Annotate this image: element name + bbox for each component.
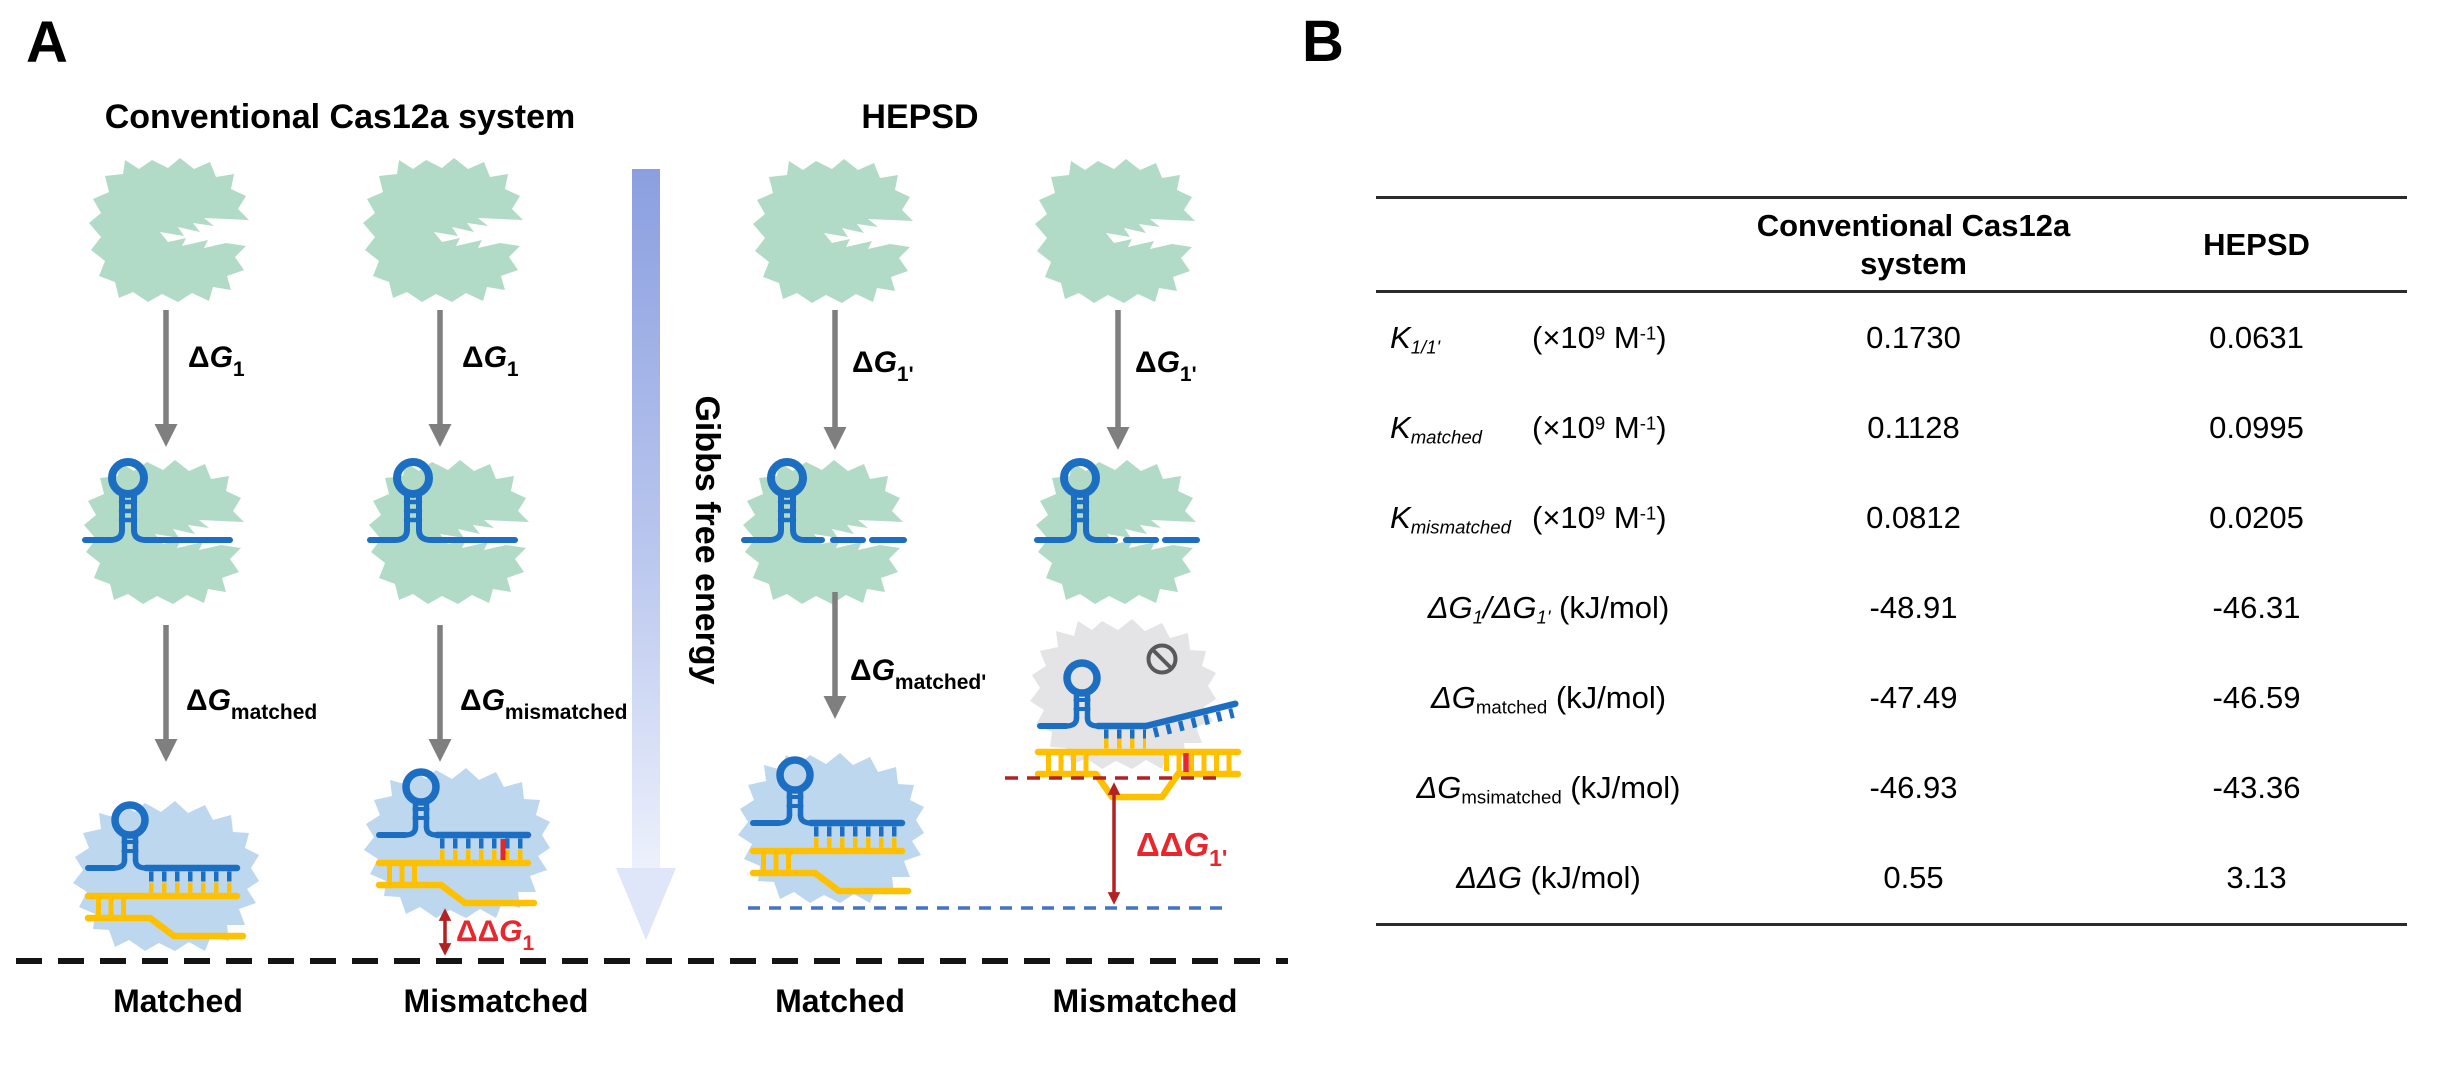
table-row: Kmismatched (×109 M-1) 0.0812 0.0205 <box>1376 473 2407 563</box>
title-hepsd: HEPSD <box>861 98 978 136</box>
value-conventional: 0.0812 <box>1866 500 1961 535</box>
binary-complex-split-icon <box>741 460 907 604</box>
value-conventional: -48.91 <box>1869 590 1958 625</box>
panel-a: A Conventional Cas12a system HEPSD Gibbs… <box>16 10 1288 1019</box>
table-row: ΔG1/ΔG1' (kJ/mol) -48.91 -46.31 <box>1376 563 2407 653</box>
cas12a-apo-icon <box>363 158 523 302</box>
dg1p-label: ΔG1' <box>852 346 914 386</box>
value-hepsd: -46.59 <box>2212 680 2301 715</box>
ternary-complex-matched-icon <box>738 753 924 903</box>
value-hepsd: -46.31 <box>2212 590 2301 625</box>
table-row: ΔGmsimatched (kJ/mol) -46.93 -43.36 <box>1376 743 2407 833</box>
value-hepsd: 0.0205 <box>2209 500 2304 535</box>
binary-complex-split-icon <box>1034 460 1200 604</box>
table-row: K1/1' (×109 M-1) 0.1730 0.0631 <box>1376 293 2407 383</box>
row-label-ddg: ΔΔG (kJ/mol) <box>1456 860 1641 895</box>
pathway-hepsd-mismatched: ΔG1' <box>748 159 1242 910</box>
value-conventional: 0.1730 <box>1866 320 1961 355</box>
dg1-label: ΔG1 <box>188 341 245 381</box>
dg-matched-prime-label: ΔGmatched' <box>850 654 986 694</box>
row-label-k11: K1/1' (×109 M-1) <box>1390 320 1667 358</box>
prohibition-icon <box>1146 643 1178 675</box>
header-conventional: Conventional Cas12a system <box>1756 207 2071 281</box>
unwound-strand-flap <box>1142 700 1239 738</box>
cas12a-apo-icon <box>89 158 249 302</box>
value-conventional: -47.49 <box>1869 680 1958 715</box>
ddg1-label: ΔΔG1 <box>456 915 534 955</box>
dg-mismatched-label: ΔGmismatched <box>460 684 627 724</box>
panel-b-label: B <box>1302 9 1344 74</box>
col-label-matched-1: Matched <box>113 983 243 1019</box>
blocked-complex-icon <box>1030 619 1242 801</box>
col-label-matched-2: Matched <box>775 983 905 1019</box>
dg1-label: ΔG1 <box>462 341 519 381</box>
gibbs-free-energy-arrow: Gibbs free energy <box>616 169 726 940</box>
cas12a-apo-icon <box>1035 159 1195 303</box>
table-row: ΔΔG (kJ/mol) 0.55 3.13 <box>1376 833 2407 923</box>
table-row: Kmatched (×109 M-1) 0.1128 0.0995 <box>1376 383 2407 473</box>
panel-a-label: A <box>26 10 68 75</box>
dg1p-label: ΔG1' <box>1135 346 1197 386</box>
value-conventional: 0.55 <box>1883 860 1944 895</box>
pathway-conventional-mismatched: ΔG1 ΔGmismatched <box>363 158 627 956</box>
value-hepsd: -43.36 <box>2212 770 2301 805</box>
title-conventional: Conventional Cas12a system <box>105 98 576 136</box>
header-hepsd: HEPSD <box>2203 226 2310 262</box>
pathway-hepsd-matched: ΔG1' ΔGmatched' <box>738 159 986 903</box>
value-conventional: -46.93 <box>1869 770 1958 805</box>
col-label-mismatched-1: Mismatched <box>404 983 589 1019</box>
pathway-conventional-matched: ΔG1 ΔGmatched <box>73 158 317 951</box>
binary-complex-icon <box>82 460 244 604</box>
row-label-dg1: ΔG1/ΔG1' (kJ/mol) <box>1427 590 1670 628</box>
value-hepsd: 0.0631 <box>2209 320 2304 355</box>
row-label-dgmatched: ΔGmatched (kJ/mol) <box>1430 680 1667 718</box>
col-label-mismatched-2: Mismatched <box>1053 983 1238 1019</box>
ddg1p-label: ΔΔG1' <box>1136 826 1227 871</box>
cas12a-apo-icon <box>753 159 913 303</box>
binary-complex-icon <box>367 460 529 604</box>
dg-matched-label: ΔGmatched <box>186 684 317 724</box>
value-hepsd: 3.13 <box>2226 860 2287 895</box>
table-row: ΔGmatched (kJ/mol) -47.49 -46.59 <box>1376 653 2407 743</box>
table-header-row: Conventional Cas12a system HEPSD <box>1376 199 2407 293</box>
gibbs-free-energy-label: Gibbs free energy <box>688 395 726 684</box>
row-label-dgmismatched: ΔGmsimatched (kJ/mol) <box>1416 770 1681 808</box>
ternary-complex-mismatched-icon <box>364 768 550 918</box>
ternary-complex-matched-icon <box>73 801 259 951</box>
value-hepsd: 0.0995 <box>2209 410 2304 445</box>
row-label-kmatched: Kmatched (×109 M-1) <box>1390 410 1667 448</box>
row-label-kmismatched: Kmismatched (×109 M-1) <box>1390 500 1667 538</box>
value-conventional: 0.1128 <box>1867 410 1960 445</box>
panel-b: B Conventional Cas12a system HEPSD K1/1'… <box>1296 0 2441 1090</box>
thermodynamics-table: Conventional Cas12a system HEPSD K1/1' (… <box>1376 196 2407 926</box>
